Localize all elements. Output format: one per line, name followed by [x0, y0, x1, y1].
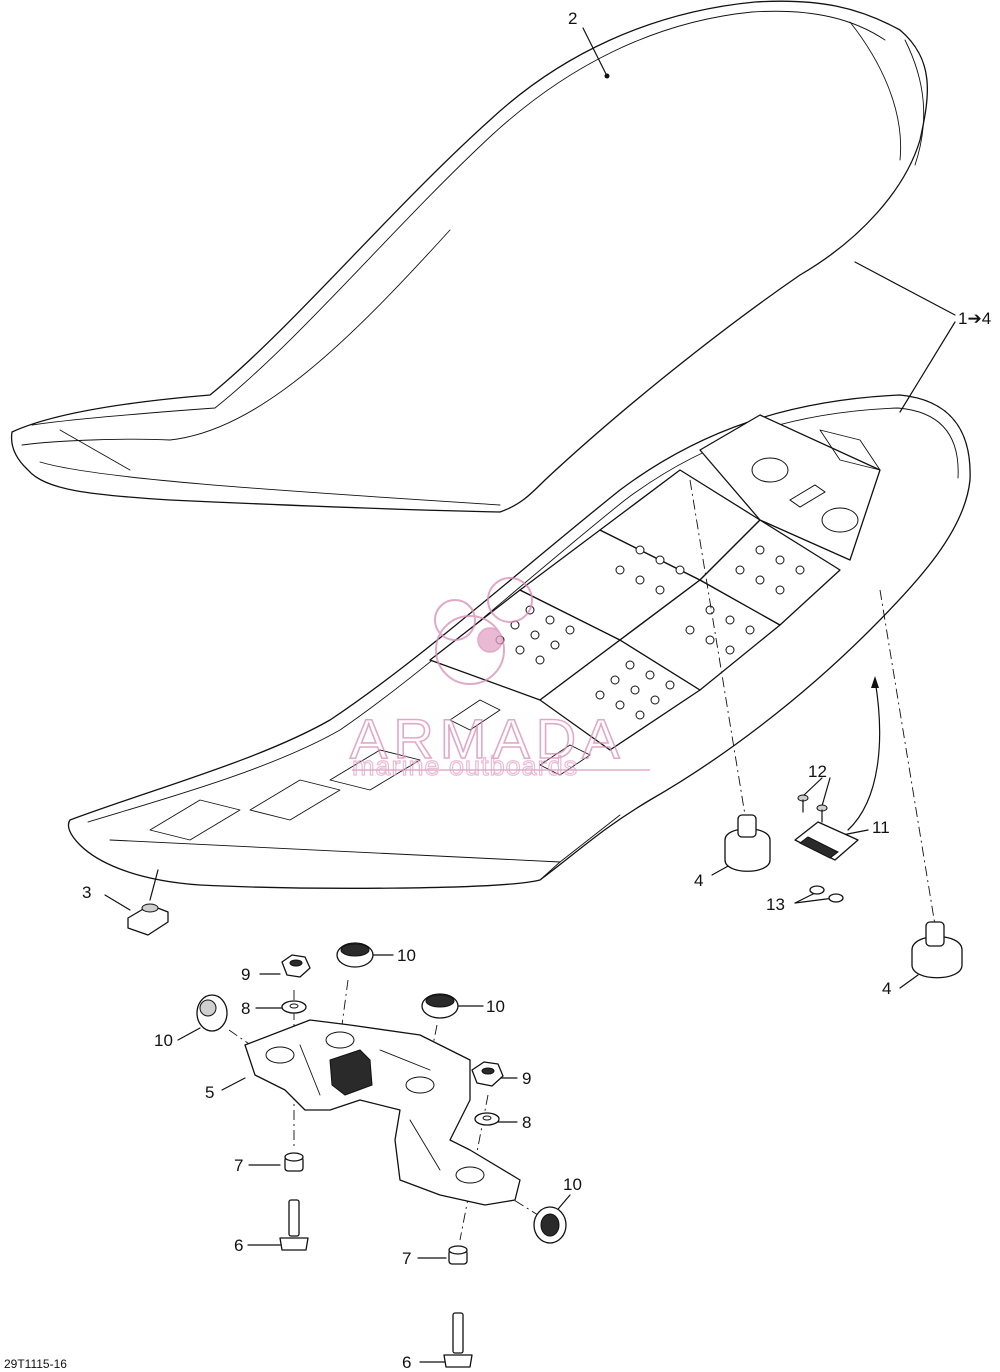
callout-6-b: 6 [402, 1353, 411, 1372]
callout-8-a: 8 [241, 999, 250, 1018]
callout-10-c: 10 [154, 1031, 173, 1050]
callout-8-b: 8 [522, 1113, 531, 1132]
part-9-nut-a [281, 954, 311, 978]
part-11-latch-plate [794, 821, 859, 861]
callout-4-b: 4 [882, 979, 891, 998]
callout-9-a: 9 [241, 965, 250, 984]
seat-cover [10, 0, 929, 513]
part-10-grommet-c [196, 994, 228, 1032]
callout-3: 3 [82, 883, 91, 902]
callout-7-b: 7 [402, 1249, 411, 1268]
part-6-bolt-a [279, 1199, 309, 1251]
callout-12: 12 [808, 762, 827, 781]
part-4-rubber-stopper-b [911, 921, 963, 979]
callout-5: 5 [205, 1083, 214, 1102]
part-10-grommet-d [533, 1206, 567, 1244]
watermark-logo-icon [434, 577, 533, 685]
part-10-grommet-a [336, 942, 374, 968]
callout-10-a: 10 [397, 946, 416, 965]
part-10-grommet-b [421, 993, 459, 1019]
callout-7-a: 7 [234, 1156, 243, 1175]
callout-9-b: 9 [522, 1069, 531, 1088]
part-9-nut-b [471, 1061, 504, 1087]
pad-holes [495, 545, 805, 720]
part-12-screws [797, 794, 828, 823]
seat-base [67, 394, 971, 889]
watermark-brand: ARMADA [350, 707, 626, 770]
callout-labels: 2 1➔4 3 4 4 5 6 6 7 7 8 8 9 9 10 10 10 1… [82, 9, 991, 1372]
part-7-spacer-a [284, 1152, 304, 1172]
part-7-spacer-b [448, 1245, 468, 1265]
part-5-bracket [244, 1019, 521, 1206]
watermark: ARMADA marine outboards [349, 577, 650, 782]
callout-1-to-4: 1➔4 [958, 309, 991, 328]
part-6-bolt-b [443, 1312, 473, 1368]
part-4-rubber-stopper-a [724, 814, 771, 872]
callout-2: 2 [568, 9, 577, 28]
callout-6-a: 6 [234, 1236, 243, 1255]
part-13-washers [809, 885, 844, 903]
part-3-bumper [127, 903, 169, 936]
callout-11: 11 [872, 818, 890, 837]
callout-10-d: 10 [563, 1175, 582, 1194]
watermark-tagline: marine outboards [352, 751, 578, 781]
callout-4-a: 4 [694, 871, 703, 890]
callout-13: 13 [766, 895, 785, 914]
callout-10-b: 10 [486, 997, 505, 1016]
drawing-code: 29T1115-16 [4, 1357, 67, 1371]
